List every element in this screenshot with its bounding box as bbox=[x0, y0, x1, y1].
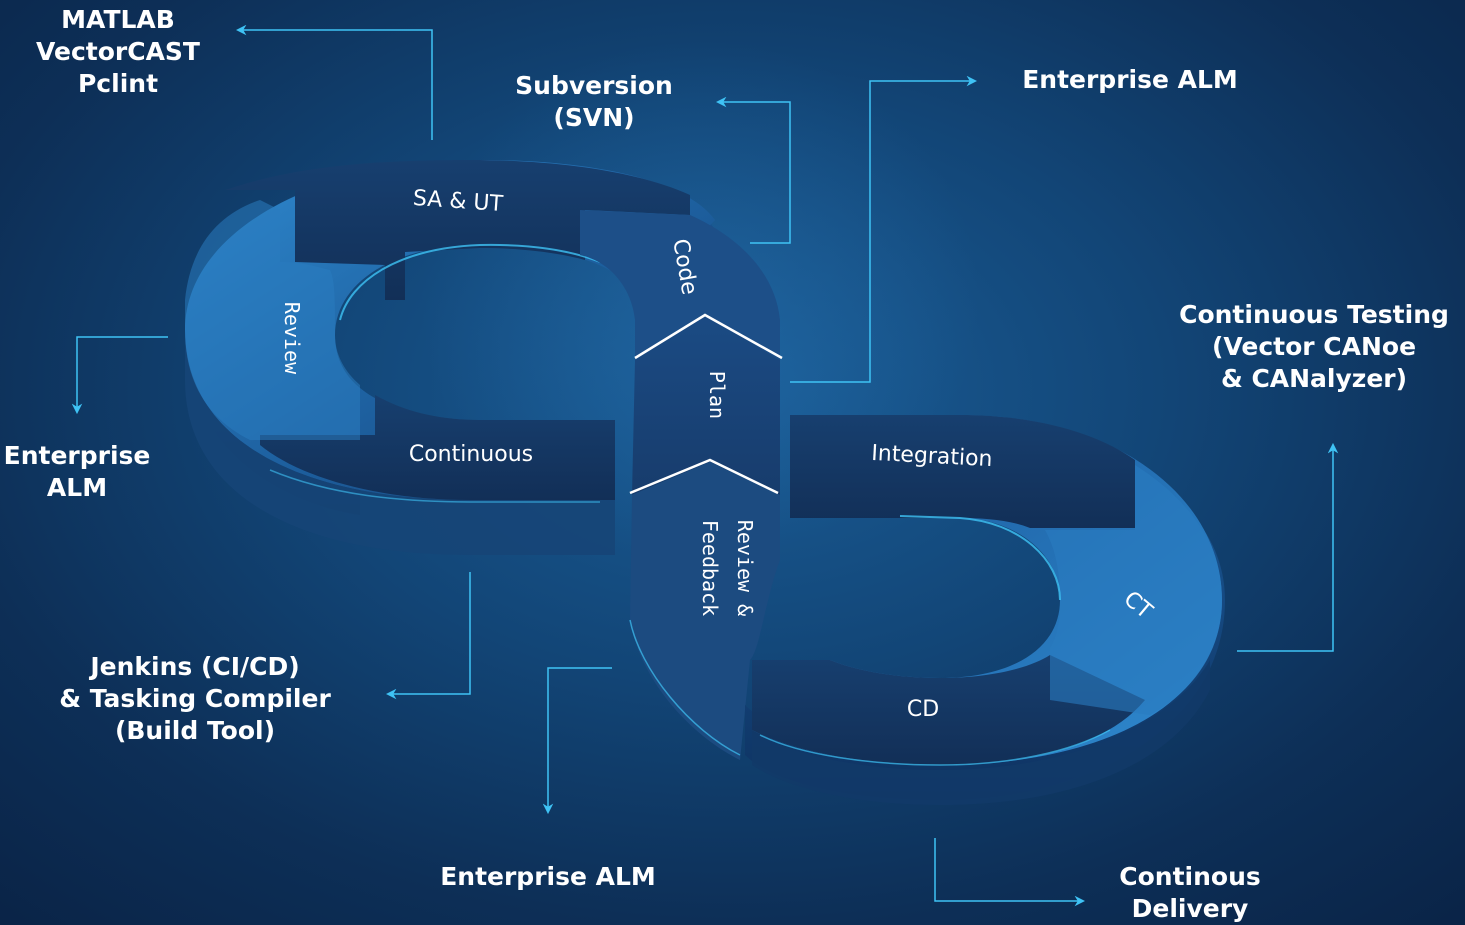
tool-label-alm-top-right: Enterprise ALM bbox=[1022, 65, 1238, 94]
arrow-to-alm-bottom bbox=[542, 667, 612, 815]
review-panel bbox=[185, 200, 360, 440]
arrow-to-svn bbox=[715, 96, 791, 244]
left-loop-bottom-glow bbox=[269, 469, 600, 503]
chevron-upper bbox=[634, 313, 783, 360]
stage-label-review: Review bbox=[280, 302, 304, 375]
tool-label-continuous-testing: Continuous Testing (Vector CANoe & CANal… bbox=[1179, 300, 1449, 393]
arrow-to-alm-left bbox=[71, 336, 168, 415]
arrow-to-alm-top-right bbox=[790, 75, 978, 383]
ct-panel bbox=[1045, 465, 1222, 715]
code-panel bbox=[580, 210, 780, 360]
right-loop bbox=[745, 415, 1225, 805]
stage-label-continuous: Continuous bbox=[409, 442, 533, 467]
stage-label-review-feedback-line2: Feedback bbox=[698, 520, 722, 616]
right-loop-base bbox=[752, 660, 1210, 805]
stage-label-review-feedback-line1: Review & bbox=[733, 520, 757, 616]
crossover-glow bbox=[629, 619, 741, 756]
tool-label-delivery: Continous Delivery bbox=[1119, 862, 1261, 923]
right-loop-inner-glow bbox=[899, 515, 1061, 601]
connectors bbox=[71, 24, 1339, 907]
sa-ut-panel bbox=[225, 160, 690, 300]
stage-label-plan: Plan bbox=[705, 371, 729, 419]
arrow-to-continuous-testing bbox=[1237, 442, 1339, 652]
review-feedback-panel bbox=[630, 462, 780, 760]
arrow-to-static-analysis bbox=[235, 24, 433, 140]
crossover bbox=[580, 210, 783, 760]
tool-label-version-control: Subversion (SVN) bbox=[515, 71, 673, 132]
integration-panel bbox=[790, 415, 1135, 528]
arrow-to-delivery bbox=[934, 838, 1086, 907]
left-loop-inner-glow bbox=[339, 243, 601, 321]
plan-panel bbox=[632, 315, 780, 495]
tool-label-alm-bottom: Enterprise ALM bbox=[440, 862, 656, 891]
tool-label-static-analysis: MATLAB VectorCAST Pclint bbox=[36, 5, 200, 98]
tool-label-alm-left: Enterprise ALM bbox=[3, 441, 151, 502]
arrow-to-build bbox=[385, 572, 471, 700]
left-loop-base bbox=[185, 330, 615, 555]
cd-panel bbox=[752, 655, 1145, 765]
right-loop-outer-glow bbox=[759, 729, 1111, 766]
tool-label-build: Jenkins (CI/CD) & Tasking Compiler (Buil… bbox=[59, 652, 331, 745]
stage-label-cd: CD bbox=[907, 697, 939, 722]
chevron-lower bbox=[629, 458, 779, 495]
continuous-panel bbox=[260, 395, 615, 500]
